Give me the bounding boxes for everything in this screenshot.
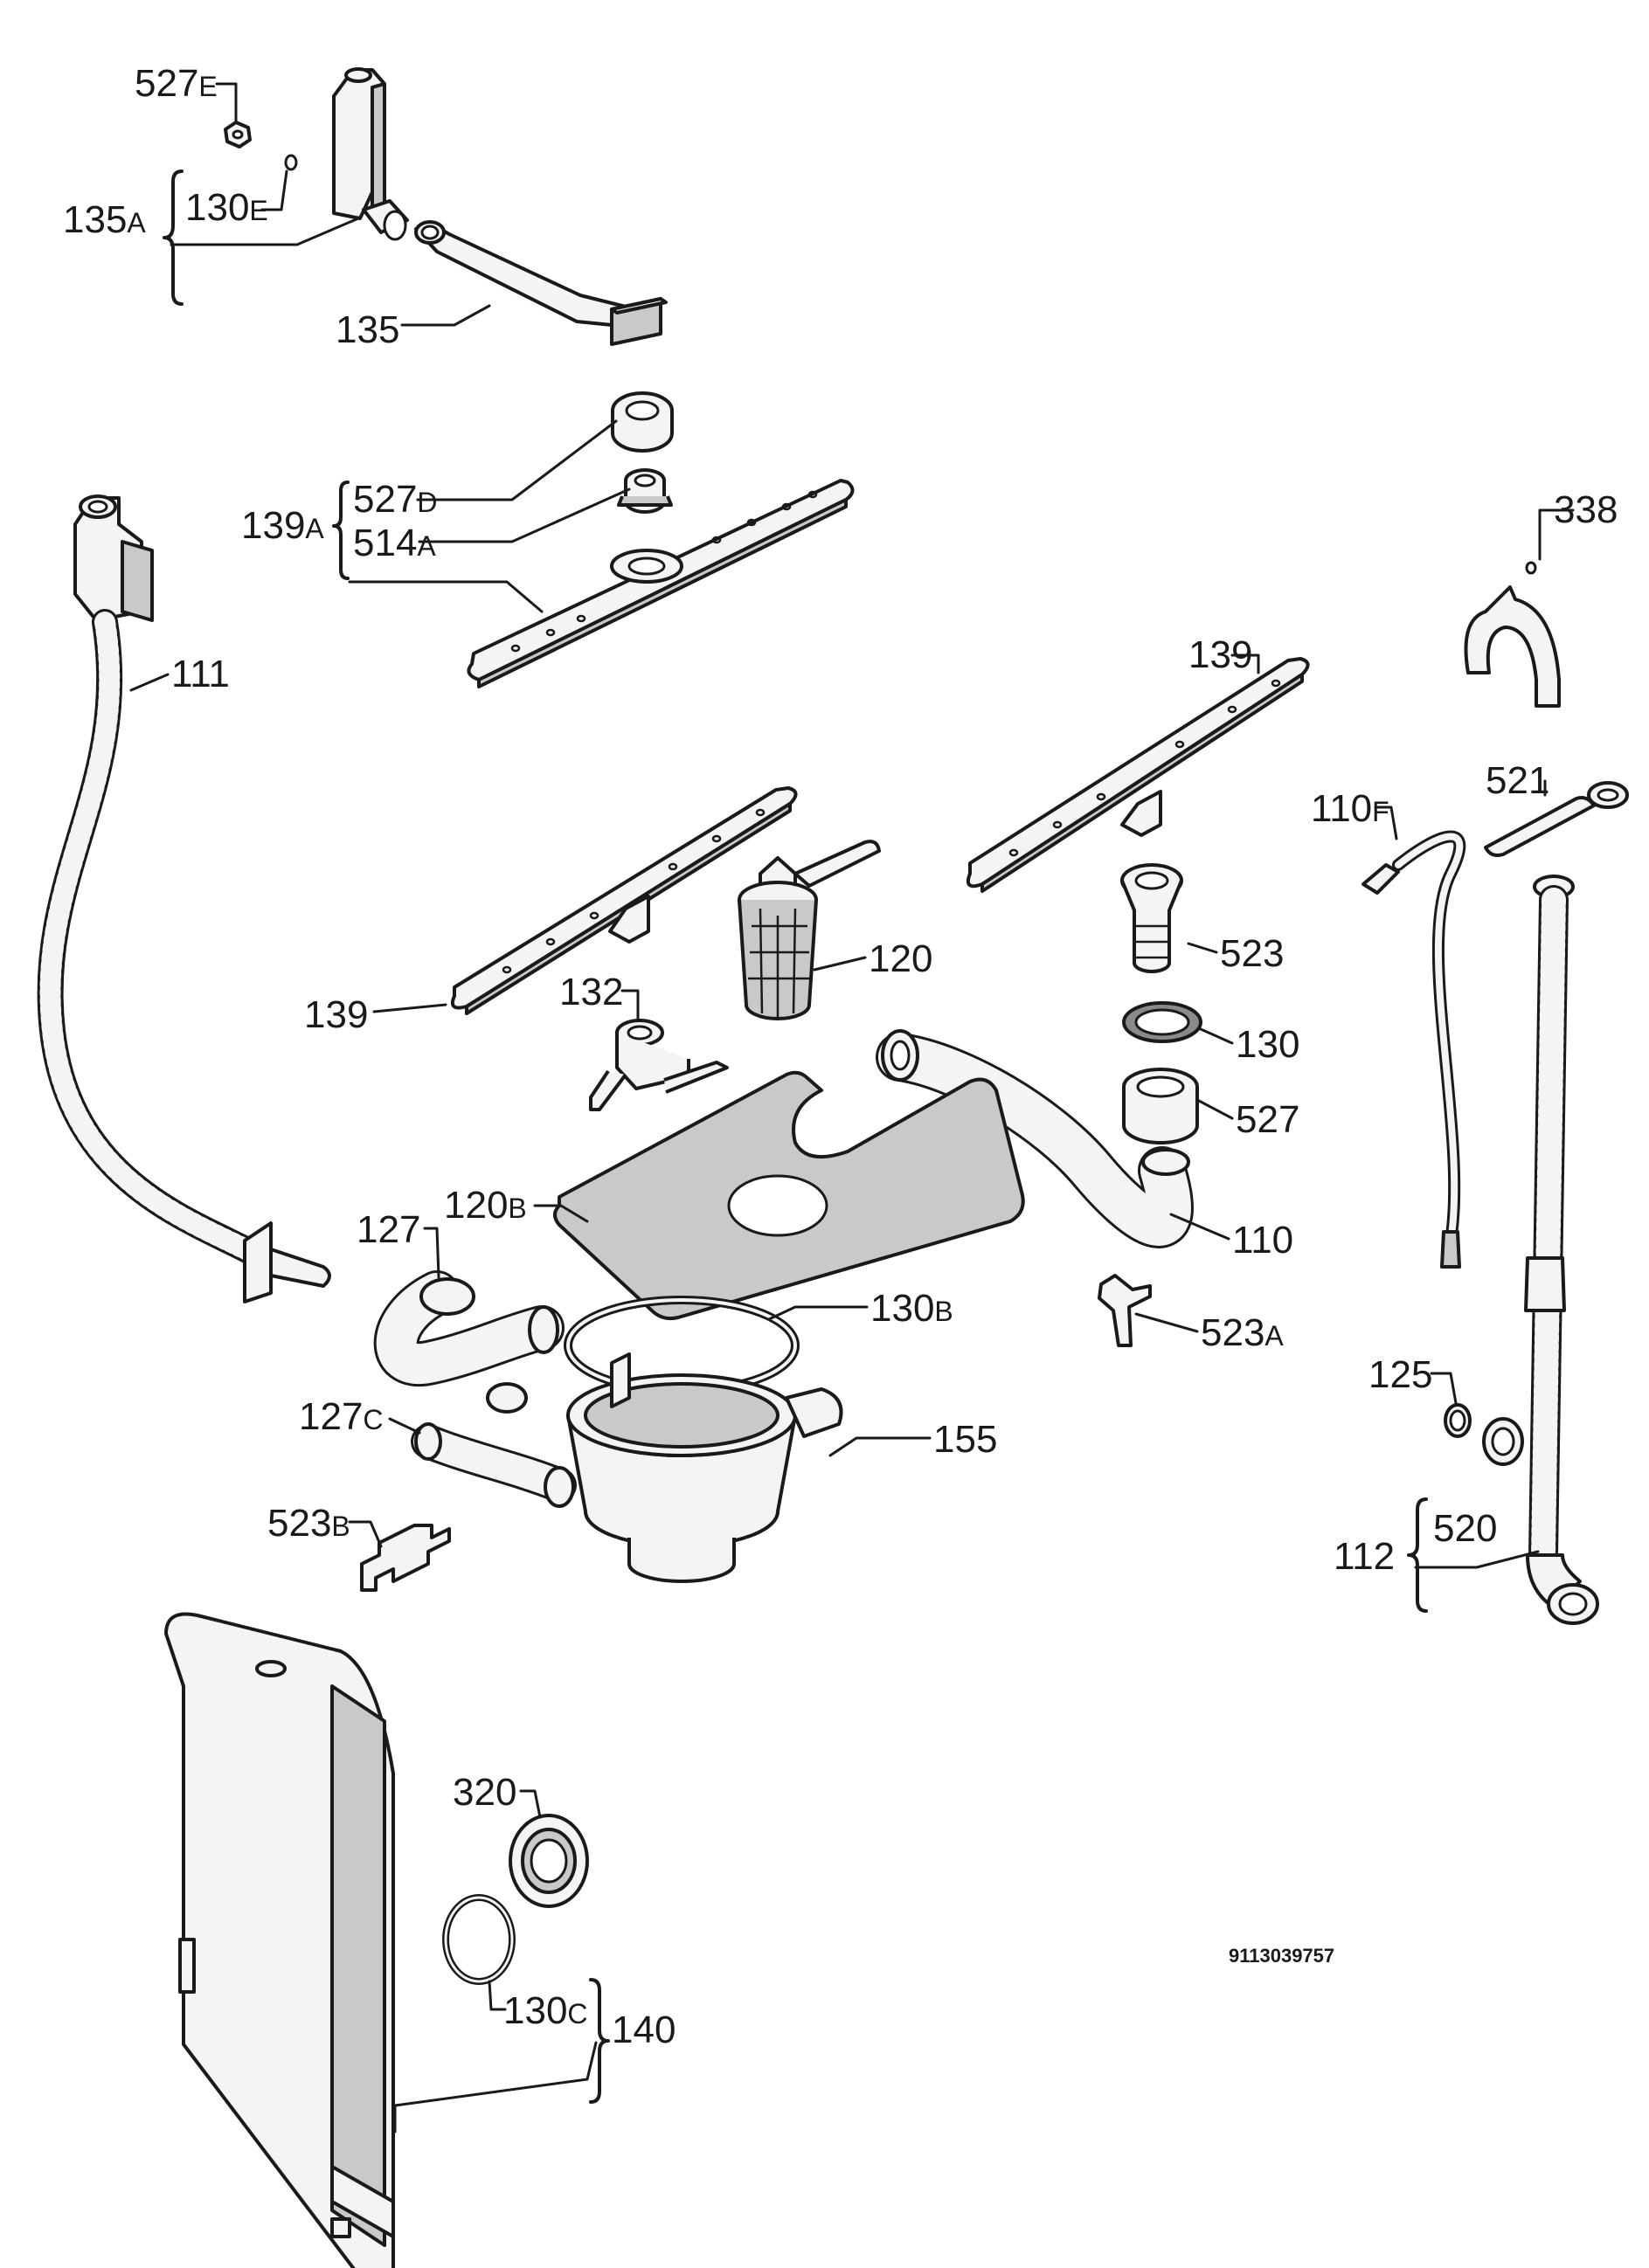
part-520-clamp [1482,1417,1524,1466]
label-155: 155 [933,1418,997,1461]
part-514a-bearing [617,468,673,514]
label-112: 112 [1334,1535,1395,1578]
part-111-inlet-hose [37,494,331,1303]
part-139-right-spray-arm [966,657,1310,893]
part-135-feeder-pipe [414,220,668,346]
label-139-left: 139 [304,993,368,1036]
label-521: 521 [1486,759,1549,802]
label-110: 110 [1232,1219,1293,1262]
label-132: 132 [559,971,623,1013]
label-111: 111 [171,653,230,695]
label-320: 320 [453,1771,516,1814]
label-338: 338 [1554,488,1618,531]
label-125: 125 [1368,1353,1432,1396]
part-527-nut [1122,1068,1199,1144]
part-523b-bracket [360,1524,451,1592]
label-140: 140 [612,2009,676,2051]
label-110f: 110F [1311,787,1389,830]
part-155-sump [566,1352,843,1583]
label-520: 520 [1433,1507,1497,1550]
part-140-side-panel [164,1612,395,2268]
part-127-hose [373,1270,565,1414]
part-527d-ring-nut [611,391,674,453]
part-523a-clip [1098,1274,1152,1347]
part-110f-thin-hose [1361,830,1466,1269]
document-id: 9113039757 [1229,1945,1334,1967]
label-120: 120 [869,937,932,980]
part-125-clamp [1444,1403,1472,1438]
label-523b: 523B [267,1502,350,1545]
part-521-tag [1484,781,1629,857]
braces [163,169,1428,2104]
label-135: 135 [336,308,399,351]
label-527: 527 [1236,1098,1299,1141]
part-112-drain-hose [1524,875,1599,1625]
label-527d: 527D [353,478,438,521]
label-130e: 130E [185,186,268,229]
part-130-gasket [1122,1001,1202,1043]
part-527e-nut [224,121,252,149]
part-120b-flat-filter [553,1070,1025,1321]
part-139-left-spray-arm [450,786,798,1015]
label-523a: 523A [1201,1311,1284,1354]
part-132-valve [589,1019,729,1111]
part-135a-upper-supply [332,67,409,241]
part-130e-oring [284,154,298,171]
part-320-seal [509,1814,589,1908]
part-127c-hose [411,1422,577,1508]
part-139a-upper-spray-arm [467,479,855,688]
label-127c: 127C [299,1395,384,1438]
part-110-hose [876,1029,1194,1248]
leader-lines [129,82,1575,2133]
part-130c-oring [442,1894,516,1985]
label-139a: 139A [241,504,324,547]
label-135a: 135A [63,198,146,241]
label-130: 130 [1236,1023,1299,1066]
part-338-fork-clip [1464,561,1561,708]
label-130b: 130B [870,1287,953,1330]
label-139-right: 139 [1188,633,1252,676]
label-127: 127 [357,1208,420,1251]
label-514a: 514A [353,522,436,564]
part-120-filter [738,840,881,1020]
label-130c: 130C [503,1989,588,2032]
label-120b: 120B [444,1184,527,1227]
label-523: 523 [1220,932,1284,975]
label-527e: 527E [135,62,218,105]
part-523-fitting [1120,863,1183,973]
